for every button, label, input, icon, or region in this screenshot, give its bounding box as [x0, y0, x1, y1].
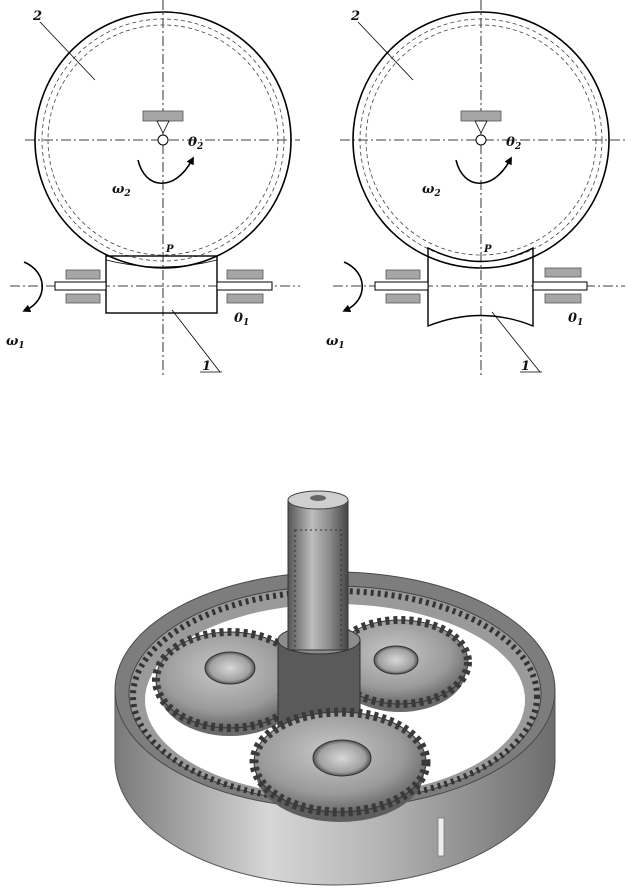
- pinion-omega-label: ω1: [6, 334, 25, 351]
- pinion-omega-label-main: ω: [6, 334, 19, 349]
- pinion-number-label: 1: [202, 359, 211, 374]
- pinion-omega-label: ω1: [326, 334, 345, 351]
- planet-gear-right: [328, 616, 472, 712]
- pinion-center-label-sub: 1: [243, 318, 249, 328]
- gear-center-label: 02: [506, 135, 521, 152]
- pinion-center-label-main: 0: [568, 311, 577, 326]
- gear-omega-label-sub: 2: [433, 189, 440, 199]
- splined-shaft: [287, 490, 349, 651]
- gear-number-label: 2: [350, 9, 360, 24]
- pinion-omega-label-sub: 1: [18, 341, 24, 351]
- diagram-cylindrical: 2 1 02 01 ω2 ω1 P: [6, 0, 300, 375]
- gear-omega-label: ω2: [422, 182, 441, 199]
- gear-outer-circle: [34, 11, 292, 269]
- pinion-bearing-right-bottom: [226, 293, 264, 304]
- planet-bore: [204, 651, 256, 685]
- pinion-center-label-main: 0: [234, 311, 243, 326]
- gear-omega-label-main: ω: [112, 182, 125, 197]
- pitch-point-label: P: [165, 244, 174, 255]
- gear-omega-label-sub: 2: [123, 189, 130, 199]
- gear-center-label: 02: [188, 135, 203, 152]
- gear-center-point: [475, 134, 487, 146]
- gear-support-triangle: [474, 120, 488, 134]
- planet-bore: [373, 645, 419, 675]
- gear-leader-line: [357, 21, 414, 81]
- gear-root-circle: [47, 24, 279, 256]
- pinion-bearing-left-bottom: [65, 293, 101, 304]
- gear-bearing-support: [460, 110, 502, 122]
- gear-omega-label: ω2: [112, 182, 131, 199]
- pinion-bearing-left-bottom: [385, 293, 421, 304]
- gear-center-label-sub: 2: [196, 142, 203, 152]
- diagram-globoid: 2 1 02 01 ω2 ω1 P: [326, 0, 625, 375]
- gear-root-circle: [365, 24, 597, 256]
- gear-omega-label-main: ω: [422, 182, 435, 197]
- pinion-bearing-right-bottom: [544, 293, 582, 304]
- pinion-shaft-right: [216, 281, 273, 291]
- pinion-leader-line: [171, 309, 221, 373]
- gear-center-label-main: 0: [506, 135, 515, 150]
- pinion-rotation-arrow: [342, 261, 363, 312]
- gear-number-label: 2: [32, 9, 42, 24]
- pinion-omega-label-sub: 1: [338, 341, 344, 351]
- pinion-bearing-left-top: [65, 269, 101, 280]
- pinion-leader-line: [491, 311, 541, 373]
- gear-center-point: [157, 134, 169, 146]
- pinion-body-globoid: [427, 246, 534, 328]
- shaft-center-hole: [310, 495, 326, 501]
- planet-gear-left: [152, 628, 308, 736]
- pinion-bearing-right-top: [544, 267, 582, 278]
- ring-gear-slot: [437, 817, 445, 857]
- gear-leader-line: [39, 21, 96, 81]
- pinion-omega-label-main: ω: [326, 334, 339, 349]
- gear-rotation-arrow: [455, 156, 512, 185]
- gear-center-label-sub: 2: [514, 142, 521, 152]
- planetary-gear-photo: [114, 490, 556, 886]
- gear-center-label-main: 0: [188, 135, 197, 150]
- pinion-center-label-sub: 1: [577, 318, 583, 328]
- pinion-shaft-right: [532, 281, 588, 291]
- gear-bearing-support: [142, 110, 184, 122]
- gear-support-triangle: [156, 120, 170, 134]
- pinion-shaft-left: [54, 281, 107, 291]
- pinion-contact-curve: [105, 259, 218, 268]
- gear-pitch-circle: [41, 18, 285, 262]
- gear-rotation-arrow: [137, 156, 194, 185]
- pinion-bearing-left-top: [385, 269, 421, 280]
- planet-bore: [312, 739, 372, 777]
- pitch-point-label: P: [483, 244, 492, 255]
- pinion-bearing-right-top: [226, 269, 264, 280]
- pinion-number-label: 1: [521, 359, 530, 374]
- pinion-center-label: 01: [234, 311, 249, 328]
- pinion-shaft-left: [374, 281, 429, 291]
- pinion-body-cylinder: [105, 255, 218, 314]
- planet-gear-front: [249, 707, 431, 822]
- pinion-rotation-arrow: [22, 261, 43, 312]
- gear-outer-circle: [352, 11, 610, 269]
- pinion-center-label: 01: [568, 311, 583, 328]
